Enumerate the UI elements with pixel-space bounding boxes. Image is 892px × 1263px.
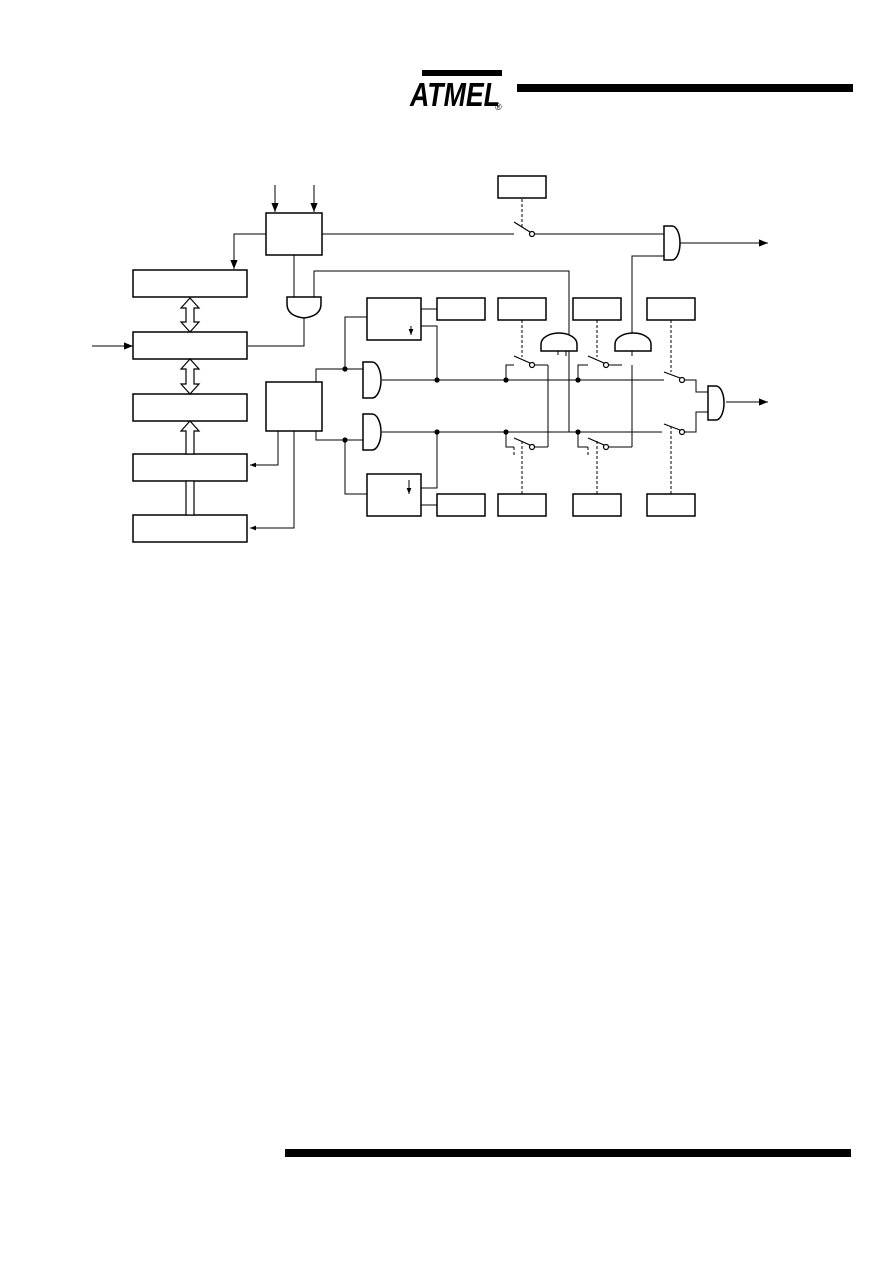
switch-lower-2 — [587, 437, 610, 451]
small-gate-2 — [614, 332, 652, 352]
top-right-gate — [663, 225, 681, 261]
register-b — [132, 331, 248, 360]
header-rule — [517, 84, 853, 92]
central-control-block — [265, 381, 323, 432]
final-gate — [707, 385, 725, 421]
upper-box-1 — [436, 297, 486, 321]
junction-dots — [342, 366, 581, 443]
upper-box-3 — [572, 297, 622, 321]
lower-box-1 — [436, 493, 486, 517]
bus-arrow-bc — [179, 358, 201, 395]
top-control-block — [265, 212, 323, 256]
switches — [513, 221, 686, 451]
switch-upper-3 — [663, 371, 686, 384]
switch-upper-1 — [513, 355, 536, 369]
upper-and-gate — [362, 361, 382, 399]
registered-mark: ® — [495, 102, 502, 112]
top-or-gate — [286, 296, 322, 319]
upper-box-2 — [497, 297, 547, 321]
switch-lower-3 — [663, 423, 686, 436]
counter-arrows — [406, 326, 414, 494]
register-e — [132, 514, 248, 543]
bus-arrows — [179, 297, 201, 516]
small-gate-1 — [540, 332, 578, 352]
top-switch-box — [497, 175, 547, 199]
lower-box-4 — [646, 493, 696, 517]
register-c — [132, 393, 248, 422]
lower-box-3 — [572, 493, 622, 517]
wires — [92, 185, 768, 531]
lower-counter — [366, 473, 422, 517]
lower-box-2 — [497, 493, 547, 517]
atmel-logo: ATMEL ® — [409, 70, 502, 113]
footer-rule — [285, 1149, 851, 1157]
blocks — [132, 175, 696, 543]
lower-and-gate — [362, 413, 382, 451]
register-d — [132, 453, 248, 482]
switch-lower-1 — [513, 437, 536, 451]
switch-top — [513, 221, 536, 238]
bus-arrow-ab — [179, 297, 201, 333]
bus-arrow-cd — [179, 420, 201, 455]
upper-counter — [366, 297, 422, 341]
logo-text: ATMEL — [409, 76, 500, 113]
gates — [286, 225, 725, 451]
bus-de — [185, 480, 195, 516]
register-a — [132, 269, 248, 298]
upper-box-4 — [646, 297, 696, 321]
switch-upper-2 — [587, 355, 610, 369]
